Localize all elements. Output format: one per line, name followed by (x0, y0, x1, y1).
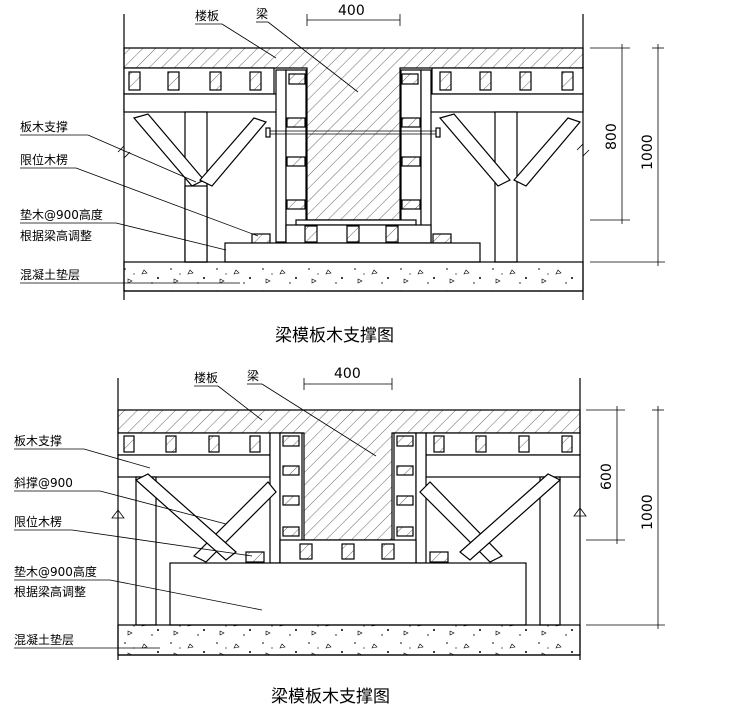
top-label-limit-batten: 限位木楞 (20, 152, 68, 167)
bottom-label-diagonal-brace: 斜撑@900 (14, 475, 73, 490)
top-label-slab: 楼板 (195, 8, 219, 23)
bottom-label-slab: 楼板 (194, 370, 218, 385)
top-panel: 400 800 1000 楼板 梁 板木支撑 限位木楞 垫木@900高度 根据梁… (20, 3, 665, 346)
bottom-label-plank-support: 板木支撑 (14, 433, 62, 448)
top-label-pad-line2: 根据梁高调整 (20, 228, 92, 243)
bottom-label-limit-batten: 限位木楞 (14, 514, 62, 529)
bottom-panel: 400 600 1000 楼板 梁 板木支撑 斜撑@900 限位木楞 垫木@90… (14, 366, 665, 707)
top-dim-total-height: 1000 (640, 134, 656, 170)
top-concrete-bed (123, 261, 584, 292)
bottom-label-pad-line1: 垫木@900高度 (14, 564, 97, 579)
bottom-label-pad-line2: 根据梁高调整 (14, 584, 86, 599)
bottom-label-concrete-bed: 混凝土垫层 (14, 632, 74, 647)
top-joists-right (439, 71, 574, 91)
top-caption: 梁模板木支撑图 (275, 326, 394, 346)
bottom-label-beam: 梁 (247, 368, 259, 383)
bottom-caption: 梁模板木支撑图 (271, 687, 390, 707)
top-label-pad-line1: 垫木@900高度 (20, 207, 103, 222)
top-label-concrete-bed: 混凝土垫层 (20, 267, 80, 282)
bottom-dim-beam-width: 400 (334, 366, 361, 382)
top-dim-beam-width: 400 (338, 3, 365, 19)
top-joists-left (128, 71, 262, 91)
top-dim-beam-height: 800 (604, 123, 620, 150)
top-label-beam: 梁 (256, 6, 268, 21)
bottom-joists-left (123, 435, 261, 453)
top-label-plank-support: 板木支撑 (20, 119, 68, 134)
bottom-joists-right (433, 435, 573, 453)
bottom-concrete-bed (117, 624, 581, 656)
bottom-dim-beam-height: 600 (599, 463, 615, 490)
bottom-dim-total-height: 1000 (640, 494, 656, 530)
